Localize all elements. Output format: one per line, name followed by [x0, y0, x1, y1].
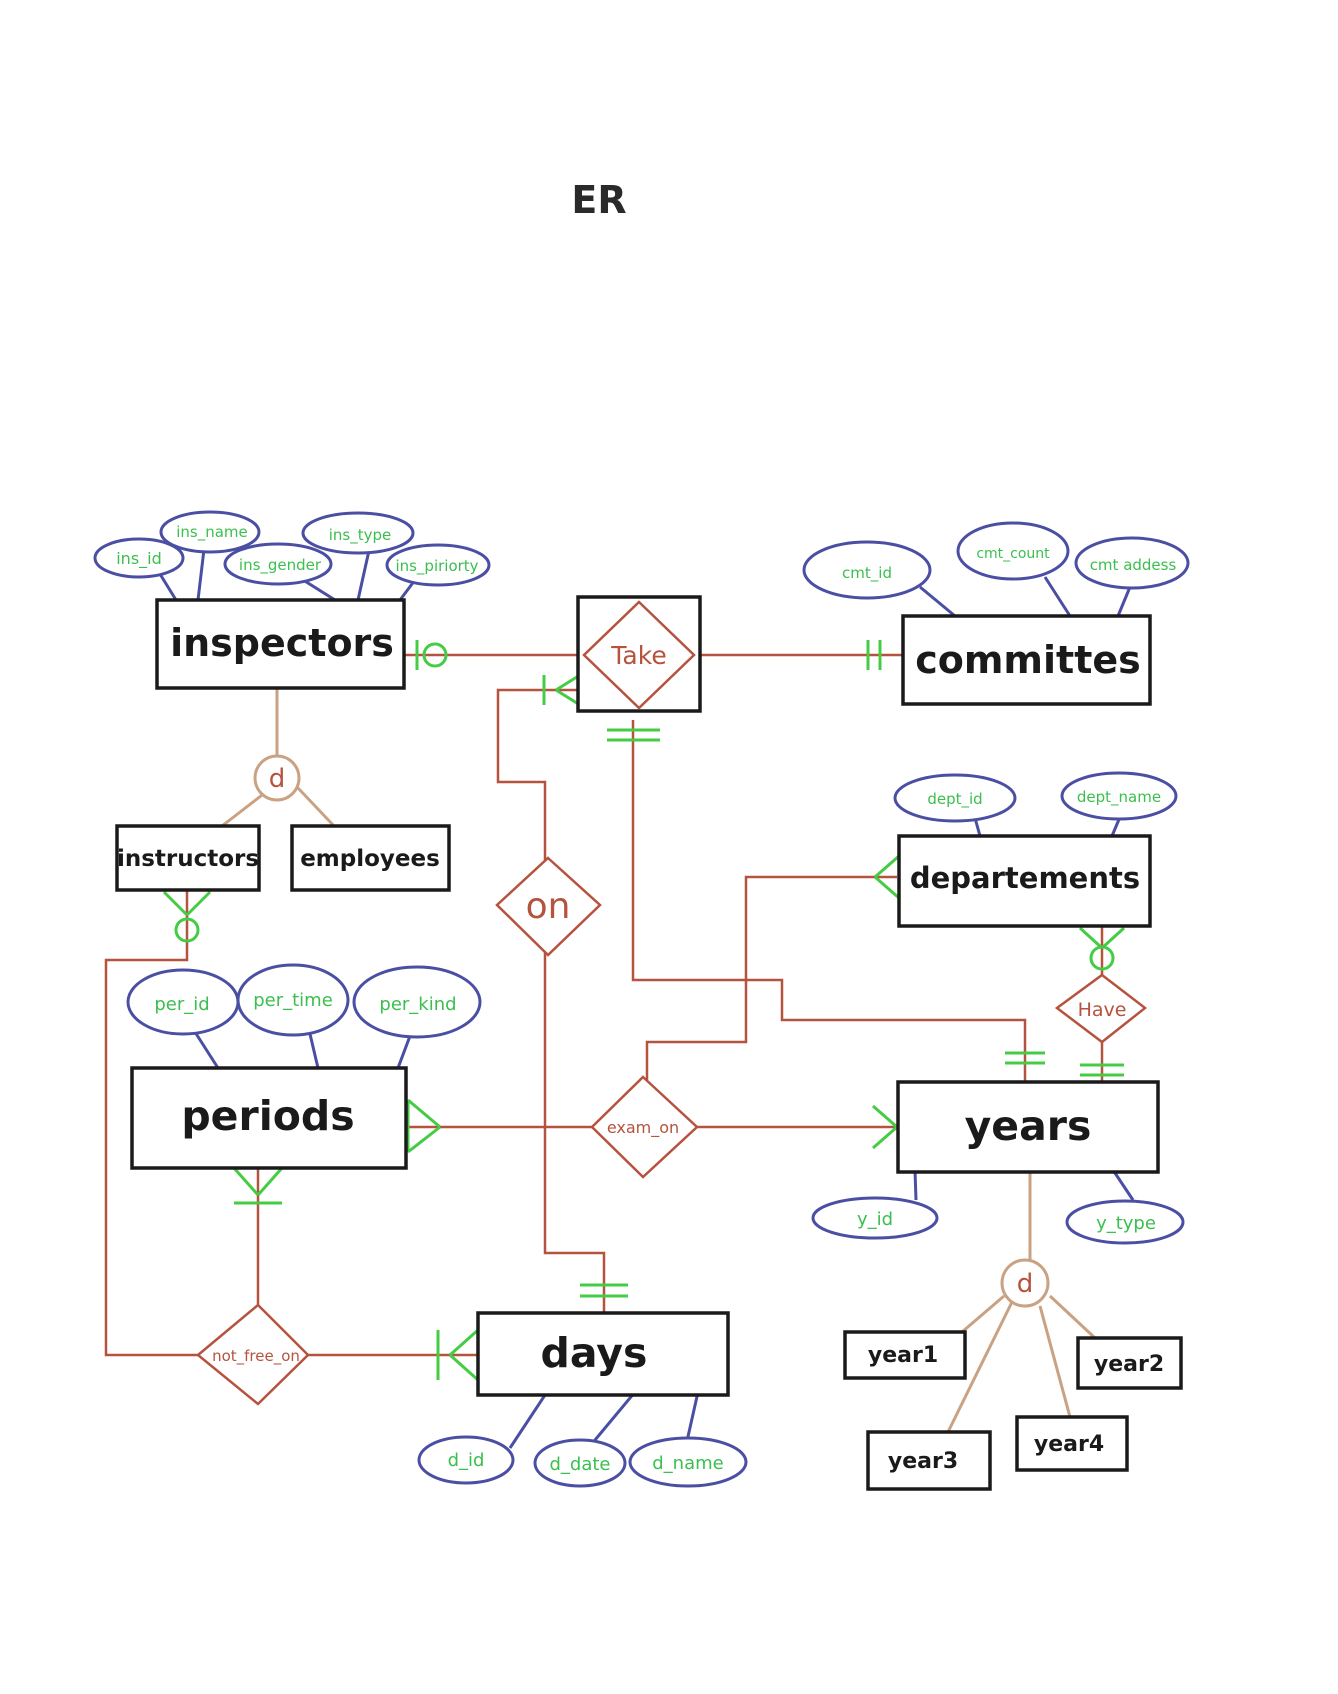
- d-name-label: d_name: [652, 1453, 723, 1474]
- attribute-per-kind: per_kind: [352, 965, 482, 1039]
- year1-label: year1: [868, 1343, 938, 1368]
- attribute-d-name: d_name: [628, 1436, 748, 1488]
- attribute-cmt-id: cmt_id: [802, 540, 932, 600]
- dept-name-label: dept_name: [1077, 788, 1161, 807]
- ins-id-label: ins_id: [116, 549, 162, 569]
- specialization-inspectors: d: [253, 754, 301, 802]
- d-date-label: d_date: [549, 1454, 610, 1475]
- take-label: Take: [610, 641, 666, 670]
- cmt-addess-label: cmt addess: [1090, 556, 1177, 574]
- ins-gender-label: ins_gender: [239, 556, 322, 575]
- specialization-years: d: [1000, 1258, 1050, 1308]
- attribute-dept-id: dept_id: [893, 773, 1017, 823]
- cmt-id-label: cmt_id: [842, 564, 892, 583]
- entity-days: days: [476, 1311, 730, 1397]
- attribute-y-id: y_id: [811, 1196, 939, 1240]
- attribute-y-type: y_type: [1065, 1199, 1185, 1245]
- cardinality-marks: [162, 640, 1126, 1382]
- days-label: days: [541, 1329, 648, 1377]
- per-time-label: per_time: [253, 990, 333, 1011]
- relationship-exam-on: exam_on: [590, 1075, 699, 1179]
- attribute-dept-name: dept_name: [1060, 771, 1178, 821]
- specialization-connectors: [221, 688, 1097, 1433]
- relationship-take: Take: [576, 595, 702, 713]
- ins-name-label: ins_name: [176, 523, 248, 542]
- committes-label: committes: [915, 638, 1141, 682]
- entity-years: years: [896, 1080, 1160, 1174]
- attribute-ins-id: ins_id: [93, 537, 185, 579]
- attribute-ins-gender: ins_gender: [223, 542, 333, 586]
- have-diamond: [1054, 973, 1148, 1044]
- years-label: years: [965, 1102, 1092, 1150]
- employees-label: employees: [300, 846, 440, 872]
- relationship-not-free-on: not_free_on: [196, 1303, 310, 1406]
- not-free-on-diamond: [196, 1303, 310, 1406]
- year2-label: year2: [1094, 1352, 1164, 1377]
- have-label: Have: [1078, 999, 1127, 1021]
- attribute-ins-name: ins_name: [159, 510, 261, 554]
- per-kind-label: per_kind: [379, 994, 456, 1015]
- dept-id-label: dept_id: [927, 790, 982, 809]
- on-diamond: [495, 856, 602, 957]
- entity-year4: year4: [1015, 1415, 1129, 1472]
- attribute-d-id: d_id: [417, 1435, 515, 1485]
- attribute-ins-type: ins_type: [301, 511, 415, 555]
- per-id-label: per_id: [154, 994, 209, 1015]
- ins-piriorty-label: ins_piriorty: [395, 557, 478, 576]
- instructors-label: instructors: [117, 846, 259, 872]
- inspectors-label: inspectors: [170, 621, 394, 665]
- entity-inspectors: inspectors: [155, 598, 406, 690]
- disjoint-label-inspectors: d: [269, 764, 286, 794]
- not-free-on-label: not_free_on: [212, 1347, 300, 1366]
- attribute-ins-piriorty: ins_piriorty: [385, 543, 491, 587]
- on-label: on: [526, 886, 571, 927]
- disjoint-label-years: d: [1017, 1269, 1034, 1299]
- entity-committes: committes: [901, 614, 1152, 706]
- attribute-cmt-count: cmt_count: [956, 521, 1070, 581]
- exam-on-label: exam_on: [607, 1118, 679, 1138]
- y-id-label: y_id: [857, 1209, 893, 1230]
- entity-employees: employees: [290, 824, 451, 892]
- relationship-on: on: [495, 856, 602, 957]
- cmt-count-label: cmt_count: [976, 546, 1050, 562]
- ins-type-label: ins_type: [329, 526, 392, 545]
- exam-on-diamond: [590, 1075, 699, 1179]
- entity-year2: year2: [1076, 1336, 1183, 1390]
- attribute-per-time: per_time: [236, 963, 350, 1037]
- entity-instructors: instructors: [115, 824, 261, 892]
- d-id-label: d_id: [448, 1450, 485, 1471]
- attribute-per-id: per_id: [126, 968, 240, 1036]
- departements-label: departements: [910, 861, 1140, 895]
- periods-label: periods: [181, 1092, 354, 1140]
- page-title: ER: [571, 178, 627, 222]
- y-type-label: y_type: [1096, 1213, 1156, 1234]
- entity-periods: periods: [130, 1066, 408, 1170]
- take-diamond: [582, 600, 696, 710]
- relationship-have: Have: [1054, 973, 1148, 1044]
- entity-year3: year3: [866, 1430, 992, 1491]
- year3-label: year3: [888, 1449, 958, 1474]
- year4-label: year4: [1034, 1432, 1104, 1457]
- entity-departements: departements: [897, 834, 1152, 928]
- entity-year1: year1: [843, 1330, 967, 1380]
- attribute-cmt-addess: cmt addess: [1074, 536, 1190, 590]
- attribute-d-date: d_date: [533, 1438, 627, 1488]
